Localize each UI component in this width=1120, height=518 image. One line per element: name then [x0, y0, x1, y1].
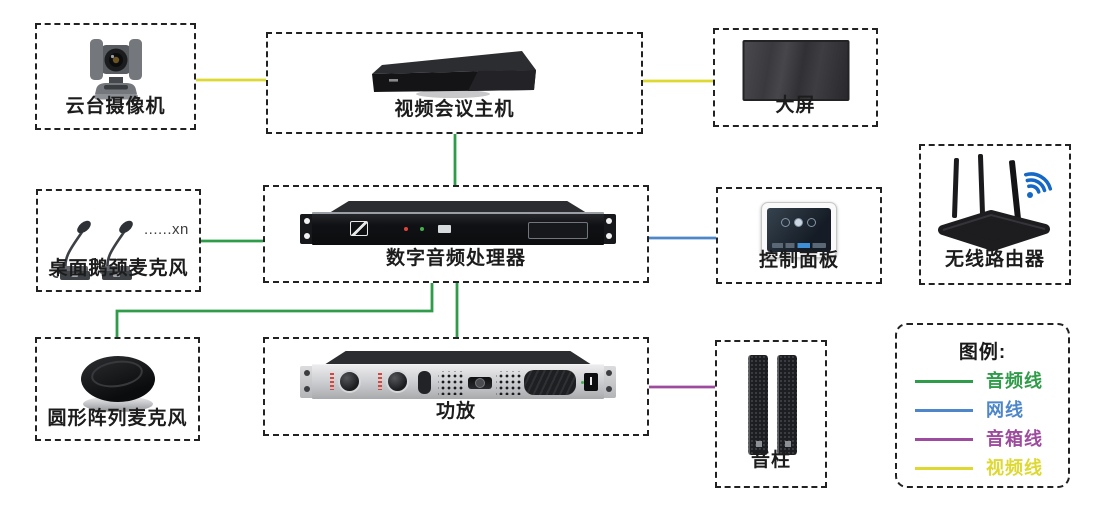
audio-processor-icon	[300, 201, 616, 247]
circular-mic-body	[80, 356, 155, 402]
control-panel-box: 控制面板	[716, 187, 882, 284]
processor-status-led-green	[420, 227, 424, 231]
gooseneck-mic-label: 桌面鹅颈麦克风	[48, 258, 189, 279]
column-speaker-box: 音柱	[715, 340, 827, 488]
circular-mic-rim	[82, 396, 153, 412]
audio-processor-label: 数字音频处理器	[385, 248, 526, 269]
amplifier-top-face	[325, 351, 591, 364]
control-panel-screen	[767, 208, 831, 252]
gooseneck-mic-icon	[100, 220, 133, 280]
speaker-logo	[756, 441, 762, 447]
panel-menu-bar	[772, 243, 826, 248]
processor-brand-logo	[350, 221, 368, 236]
amp-brand-logo	[468, 377, 492, 389]
big-screen-icon	[742, 40, 849, 101]
wireless-router-box: 无线路由器	[919, 144, 1071, 285]
amp-level-ticks	[378, 373, 382, 390]
amplifier-box: 功放	[263, 337, 649, 436]
gooseneck-mic-box: ......xn 桌面鹅颈麦克风	[36, 189, 201, 292]
amplifier-front-panel	[312, 364, 604, 399]
amplifier-rack-ear	[602, 366, 616, 398]
legend-box: 图例: 音频线 网线 音箱线 视频线	[895, 323, 1070, 488]
video-host-box: 视频会议主机	[266, 32, 643, 134]
legend-row-audio: 音频线	[915, 369, 1043, 393]
ptz-camera-icon	[89, 39, 142, 100]
video-host-label: 视频会议主机	[394, 99, 515, 120]
legend-audio-line-swatch	[915, 379, 973, 383]
legend-network-line-swatch	[915, 408, 973, 412]
control-panel-label: 控制面板	[758, 250, 839, 271]
amp-dot-grille	[496, 371, 522, 395]
processor-rack-ear	[300, 214, 314, 244]
processor-usb-port	[438, 225, 451, 233]
amp-dot-grille	[438, 371, 464, 395]
circular-mic-box: 圆形阵列麦克风	[35, 337, 200, 441]
ptz-camera-label: 云台摄像机	[65, 96, 166, 117]
column-speaker-icon	[748, 355, 768, 455]
panel-next-button-icon	[807, 218, 816, 227]
legend-row-video: 视频线	[915, 456, 1043, 480]
processor-model-plate	[528, 222, 588, 239]
amp-vent-slot	[418, 371, 431, 394]
processor-front-panel	[312, 212, 604, 245]
legend-row-speaker: 音箱线	[915, 427, 1043, 451]
panel-play-button-icon	[794, 218, 803, 227]
wireless-router-icon	[938, 153, 1053, 251]
amplifier-label: 功放	[435, 401, 476, 422]
amp-level-ticks	[330, 373, 334, 390]
amp-gain-knob	[338, 370, 361, 393]
legend-network-label: 网线	[986, 400, 1024, 420]
processor-top-face	[329, 201, 587, 213]
video-host-icon	[371, 51, 536, 98]
mic-count-annotation: ......xn	[144, 221, 189, 238]
control-panel-icon	[761, 202, 837, 258]
panel-prev-button-icon	[781, 218, 790, 227]
legend-title: 图例:	[958, 342, 1007, 363]
big-screen-box: 大屏	[713, 28, 878, 127]
legend-audio-label: 音频线	[986, 371, 1043, 391]
processor-status-led-red	[404, 227, 408, 231]
speaker-logo	[785, 441, 791, 447]
legend-speaker-label: 音箱线	[986, 429, 1043, 449]
legend-row-network: 网线	[915, 398, 1024, 422]
amplifier-rack-ear	[300, 366, 314, 398]
column-speaker-icon	[777, 355, 797, 455]
processor-rack-ear	[602, 214, 616, 244]
amp-power-switch	[584, 373, 598, 391]
legend-speaker-line-swatch	[915, 437, 973, 441]
amp-gain-knob	[386, 370, 409, 393]
legend-video-line-swatch	[915, 466, 973, 470]
gooseneck-mic-icon	[52, 220, 91, 280]
amp-main-vent	[524, 370, 576, 395]
wireless-router-label: 无线路由器	[944, 249, 1045, 270]
big-screen-label: 大屏	[775, 95, 816, 116]
ptz-camera-box: 云台摄像机	[35, 23, 196, 130]
circular-mic-icon	[80, 356, 155, 412]
legend-video-label: 视频线	[986, 458, 1043, 478]
column-speaker-label: 音柱	[750, 450, 791, 471]
circular-mic-label: 圆形阵列麦克风	[47, 408, 188, 429]
amplifier-icon	[300, 351, 616, 401]
amp-status-led-green	[581, 381, 584, 384]
wifi-icon	[1024, 172, 1053, 198]
audio-processor-box: 数字音频处理器	[263, 185, 649, 283]
